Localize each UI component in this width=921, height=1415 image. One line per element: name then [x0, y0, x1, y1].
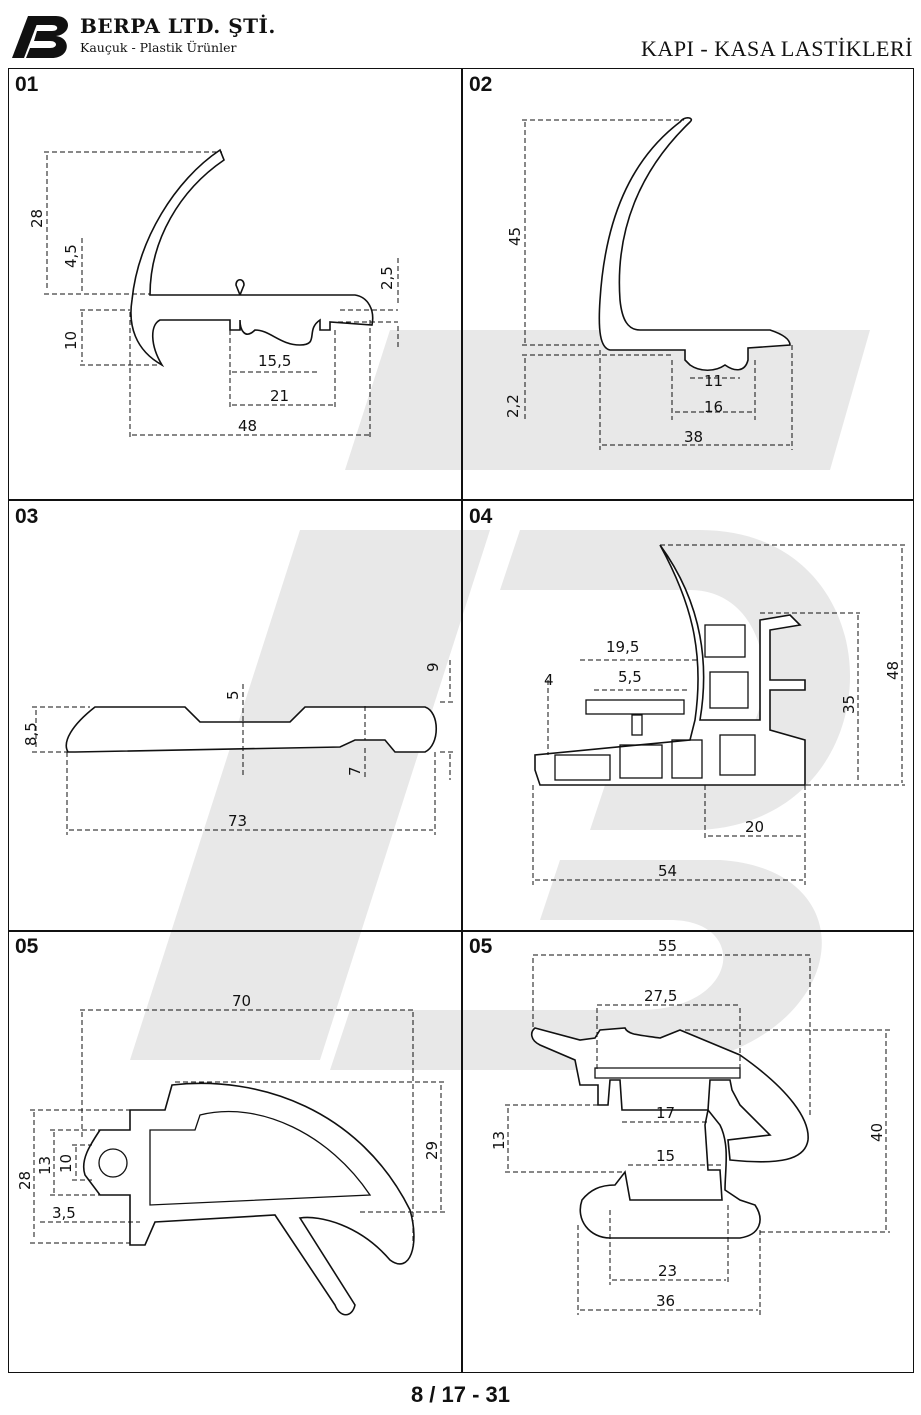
cell-label-01: 01 [15, 73, 39, 96]
cell-label-05b: 05 [469, 935, 493, 958]
dim-04-4: 4 [544, 671, 554, 689]
dim-04-5-5: 5,5 [618, 668, 642, 686]
cell-label-03: 03 [15, 505, 39, 528]
dim-01-2-5: 2,5 [378, 266, 396, 290]
dim-04-19-5: 19,5 [606, 638, 639, 656]
grid-divider-row-1 [9, 499, 913, 501]
berpa-logo-icon [12, 16, 68, 58]
profile-02-shape [598, 117, 791, 372]
profile-05-left: 70 29 28 13 10 3,5 [16, 992, 445, 1316]
dim-02-45: 45 [506, 227, 524, 246]
dim-04-54: 54 [658, 862, 677, 880]
dim-05b-17: 17 [656, 1104, 675, 1122]
page-title: KAPI - KASA LASTİKLERİ [641, 36, 913, 61]
dim-01-21: 21 [270, 387, 289, 405]
dim-04-48: 48 [884, 661, 902, 680]
profile-05-right: 55 27,5 17 13 40 15 23 36 [490, 937, 890, 1315]
profile-01-shape [130, 148, 374, 368]
profile-03-shape [65, 706, 437, 753]
cell-label-04: 04 [469, 505, 493, 528]
page-number: 8 / 17 - 31 [410, 1382, 511, 1407]
dim-02-38: 38 [684, 428, 703, 446]
profile-05-left-shape [82, 1082, 415, 1316]
dim-03-9: 9 [424, 662, 442, 672]
dim-01-28: 28 [28, 209, 46, 228]
dim-03-7: 7 [346, 766, 364, 776]
profile-grid: 01 02 03 04 05 05 [8, 68, 914, 1373]
dim-02-16: 16 [704, 398, 723, 416]
profile-03: 8,5 5 9 7 73 [22, 660, 455, 835]
dim-01-48: 48 [238, 417, 257, 435]
dim-05b-13: 13 [490, 1131, 508, 1150]
profile-04-shape [534, 544, 806, 786]
dim-05a-29: 29 [423, 1141, 441, 1160]
grid-divider-vertical [461, 69, 463, 1372]
dim-05b-36: 36 [656, 1292, 675, 1310]
dim-05a-13: 13 [36, 1156, 54, 1175]
profile-05-right-shape [530, 1027, 809, 1239]
dim-01-15-5: 15,5 [258, 352, 291, 370]
profile-01: 28 4,5 2,5 10 15,5 21 48 [28, 148, 399, 440]
dim-05b-40: 40 [868, 1123, 886, 1142]
dim-05b-23: 23 [658, 1262, 677, 1280]
dim-01-4-5: 4,5 [62, 244, 80, 268]
dim-03-73: 73 [228, 812, 247, 830]
dim-03-5: 5 [224, 690, 242, 700]
dim-05a-10: 10 [57, 1154, 75, 1173]
dim-04-20: 20 [745, 818, 764, 836]
dim-05b-27-5: 27,5 [644, 987, 677, 1005]
dim-04-35: 35 [840, 695, 858, 714]
dim-05a-70: 70 [232, 992, 251, 1010]
dim-05a-3-5: 3,5 [52, 1204, 76, 1222]
dim-02-2-2: 2,2 [504, 394, 522, 418]
dim-05b-15: 15 [656, 1147, 675, 1165]
dim-01-10: 10 [62, 331, 80, 350]
dim-03-8-5: 8,5 [22, 722, 40, 746]
dim-02-11: 11 [704, 372, 723, 390]
cell-label-05a: 05 [15, 935, 39, 958]
page-header: BERPA LTD. ŞTİ. Kauçuk - Plastik Ürünler… [0, 0, 921, 68]
profile-02: 45 2,2 11 16 38 [504, 117, 793, 450]
company-tagline: Kauçuk - Plastik Ürünler [80, 40, 237, 55]
dim-05a-28: 28 [16, 1171, 34, 1190]
grid-divider-row-2 [9, 930, 913, 932]
cell-label-02: 02 [469, 73, 493, 96]
dim-05b-55: 55 [658, 937, 677, 955]
profile-04: 19,5 5,5 4 35 48 20 54 [532, 544, 905, 885]
company-name: BERPA LTD. ŞTİ. [80, 14, 276, 38]
